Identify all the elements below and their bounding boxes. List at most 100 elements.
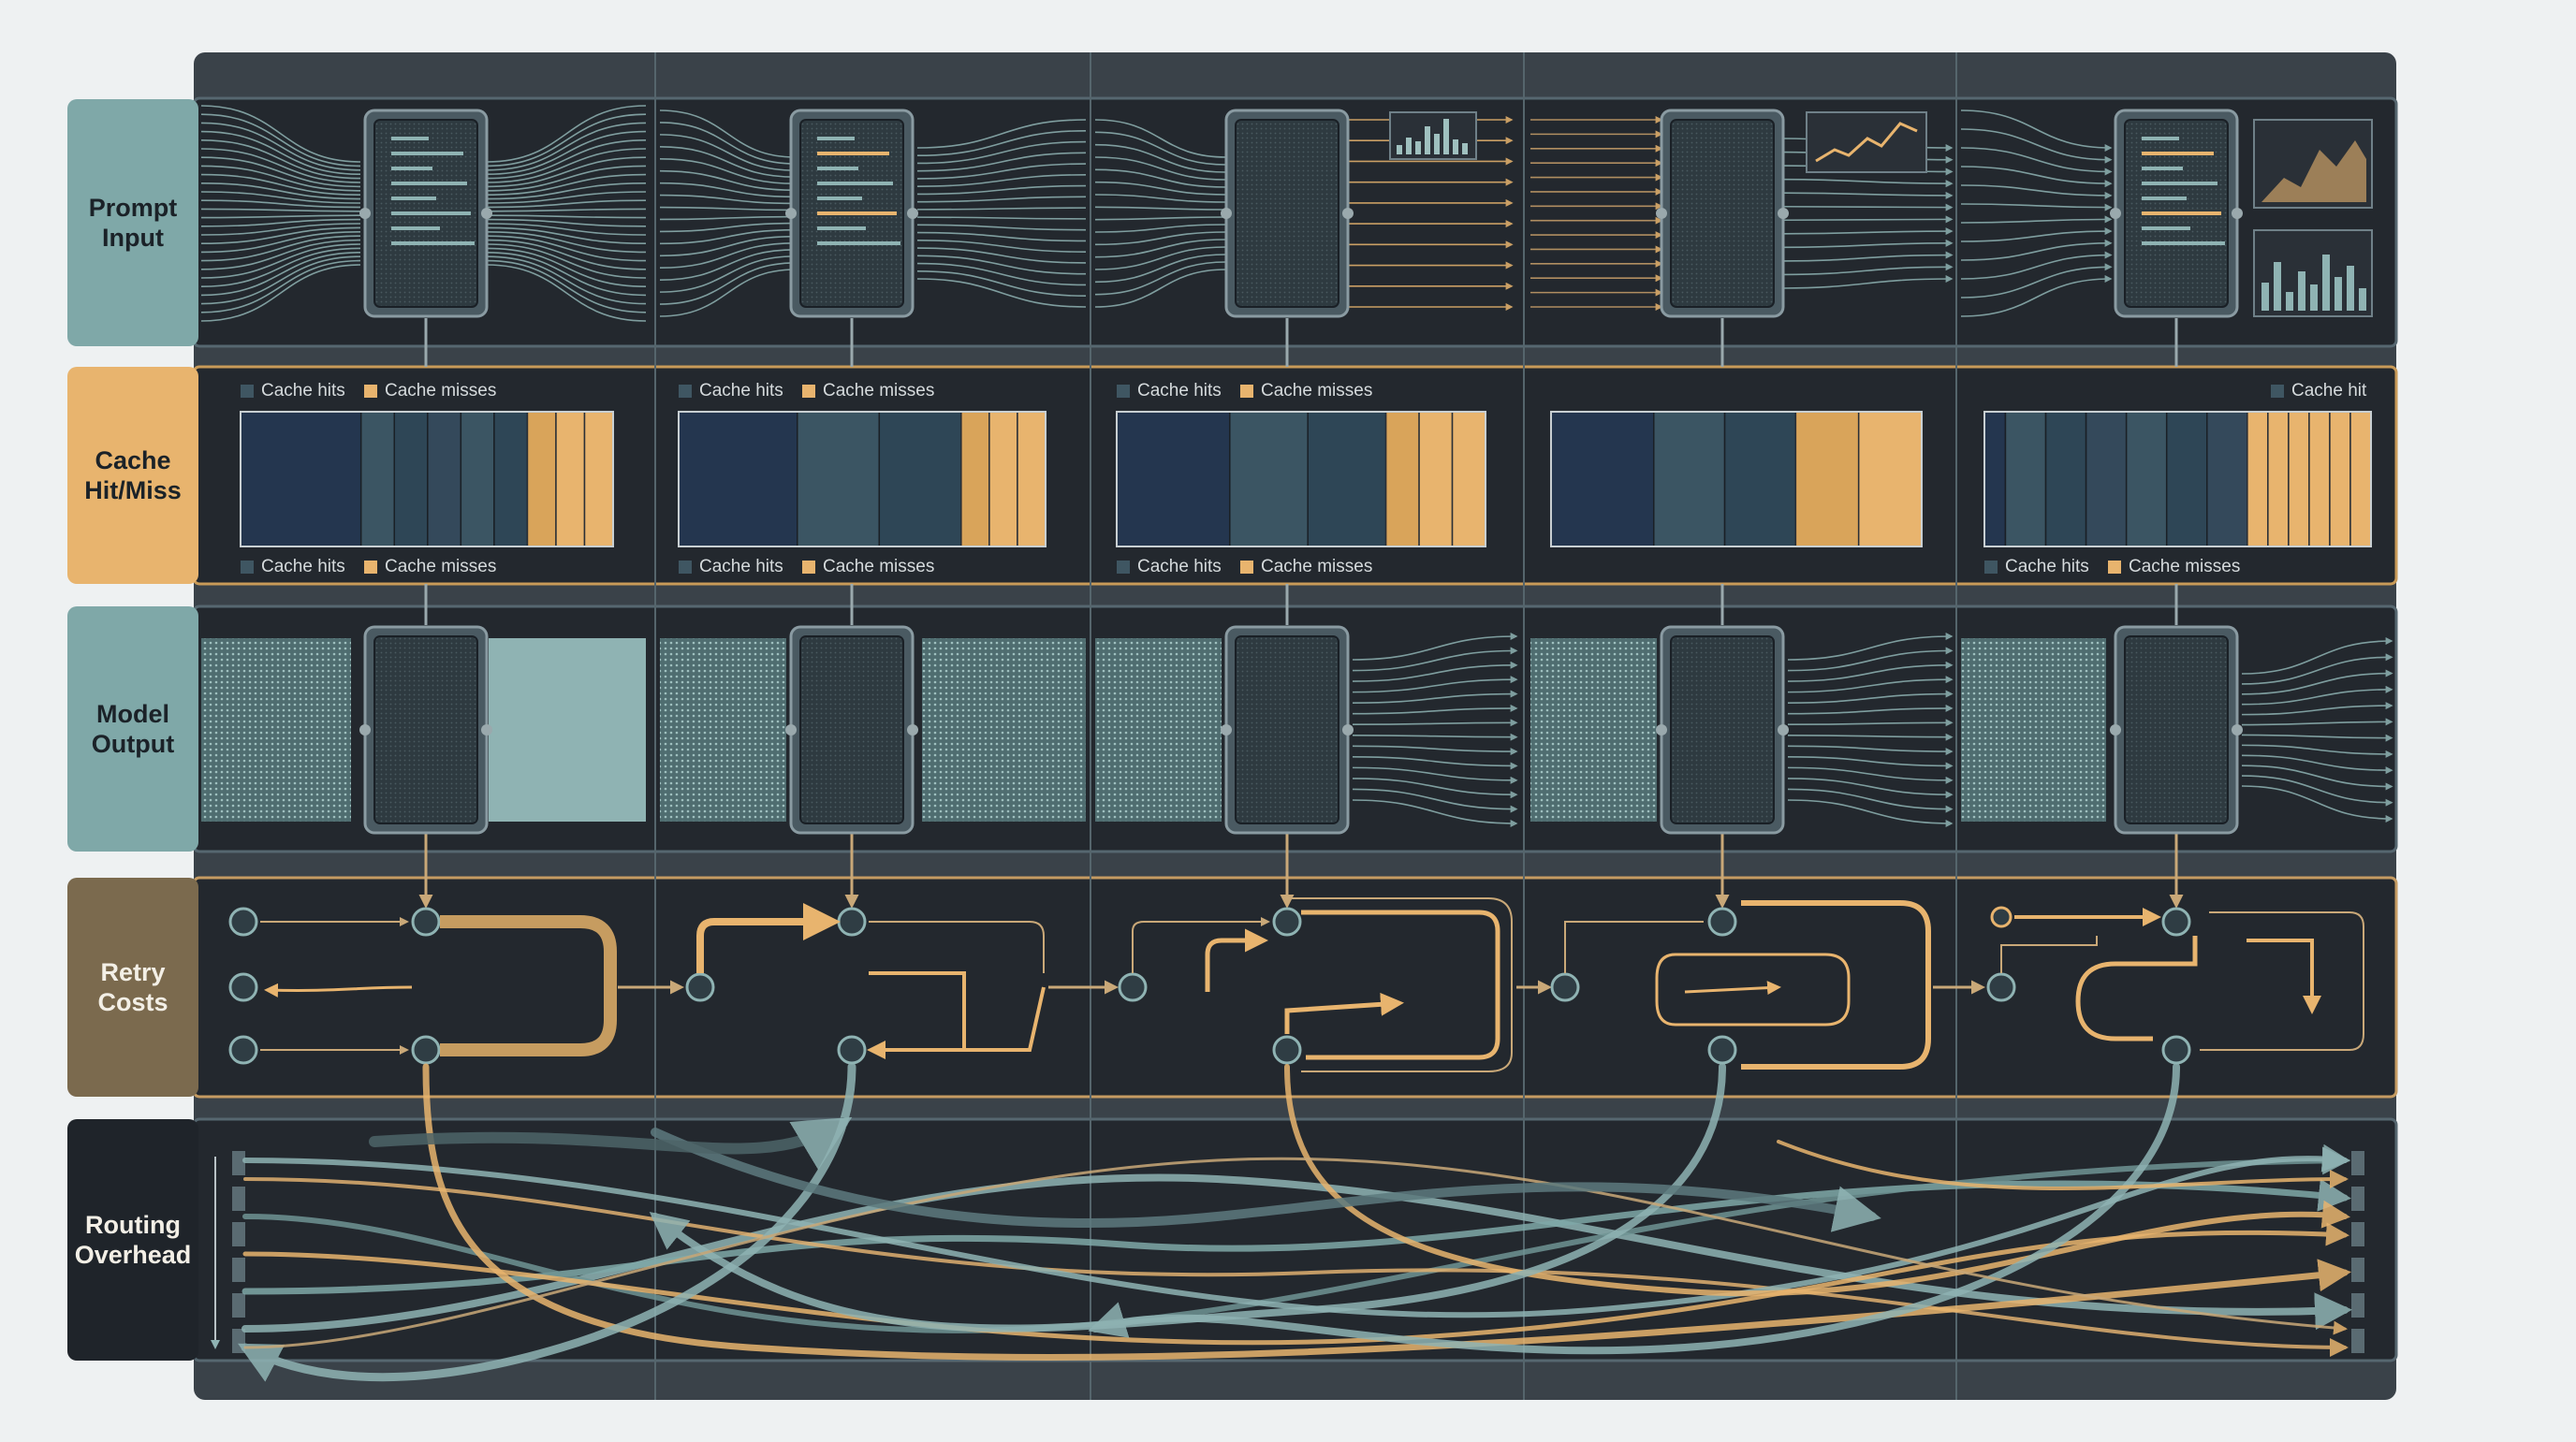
retry-node-1c <box>230 974 256 1000</box>
routing-port-in-0 <box>232 1151 245 1175</box>
cache-hit-seg <box>2207 412 2247 546</box>
legend-swatch-misses <box>1240 385 1253 398</box>
prompt-device-3 <box>1221 110 1354 316</box>
legend-label-hits: Cache hits <box>699 557 783 576</box>
cache-hit-seg <box>494 412 528 546</box>
cache-miss-seg <box>1453 412 1486 546</box>
cache-hit-seg <box>1725 412 1796 546</box>
routing-port-in-1 <box>232 1187 245 1211</box>
retry-node-1e <box>413 1037 439 1063</box>
cache-miss-seg <box>527 412 556 546</box>
output-device-1 <box>359 627 492 833</box>
retry-node-4a <box>1552 974 1578 1000</box>
legend-label-misses: Cache misses <box>823 381 934 401</box>
cache-miss-seg <box>989 412 1017 546</box>
legend-label-misses: Cache misses <box>2129 557 2240 576</box>
retry-node-2c <box>839 1037 865 1063</box>
cache-hit-seg <box>879 412 961 546</box>
routing-port-out-4 <box>2351 1293 2364 1318</box>
legend-swatch-hits <box>1117 385 1130 398</box>
cache-hit-seg <box>2086 412 2127 546</box>
retry-node-5d <box>1992 908 2011 926</box>
legend-swatch-misses <box>802 561 815 574</box>
legend-swatch-misses <box>1240 561 1253 574</box>
legend-label-hits: Cache hits <box>2005 557 2089 576</box>
row-label-model-output-line2: Output <box>92 729 174 759</box>
cache-hit-seg <box>394 412 428 546</box>
legend-label-hits: Cache hits <box>261 557 345 576</box>
retry-node-3a <box>1120 974 1146 1000</box>
cache-hit-seg <box>679 412 798 546</box>
output-band-1a <box>201 638 351 822</box>
cache-miss-seg <box>1419 412 1452 546</box>
legend-swatch-misses <box>2108 561 2121 574</box>
legend-label-hit: Cache hit <box>2291 381 2367 401</box>
retry-node-4c <box>1709 1037 1735 1063</box>
prompt-device-5 <box>2110 110 2243 316</box>
row-label-retry-line2: Costs <box>97 987 168 1017</box>
legend-label-hits: Cache hits <box>1137 557 1222 576</box>
legend-label-misses: Cache misses <box>1261 557 1372 576</box>
prompt-device-2 <box>785 110 918 316</box>
prompt-minichart-3 <box>1390 112 1476 159</box>
legend-swatch-misses <box>364 561 377 574</box>
routing-port-out-5 <box>2351 1329 2364 1353</box>
routing-port-in-4 <box>232 1293 245 1318</box>
retry-node-2a <box>687 974 713 1000</box>
output-band-3a <box>1095 638 1222 822</box>
prompt-device-1 <box>359 110 492 316</box>
cache-bar-4 <box>1551 412 1922 546</box>
retry-node-5c <box>2163 1037 2189 1063</box>
cache-miss-seg <box>1386 412 1419 546</box>
cache-hit-seg <box>2167 412 2207 546</box>
row-label-routing-line2: Overhead <box>75 1240 192 1270</box>
cache-hit-seg <box>798 412 880 546</box>
legend-label-misses: Cache misses <box>823 557 934 576</box>
row-label-prompt-input-line2: Input <box>89 223 178 253</box>
cache-miss-seg <box>584 412 613 546</box>
output-device-4 <box>1656 627 1789 833</box>
retry-node-3c <box>1274 1037 1300 1063</box>
cache-miss-seg <box>2330 412 2350 546</box>
legend-swatch-hits <box>679 561 692 574</box>
cache-hit-seg <box>2046 412 2086 546</box>
cache-hit-seg <box>241 412 361 546</box>
routing-port-out-0 <box>2351 1151 2364 1175</box>
legend-swatch-hit <box>2271 385 2284 398</box>
cache-miss-seg <box>2268 412 2289 546</box>
output-band-5a <box>1961 638 2106 822</box>
cache-miss-seg <box>2289 412 2309 546</box>
cache-hit-seg <box>2005 412 2045 546</box>
cache-hit-seg <box>1551 412 1654 546</box>
output-device-2 <box>785 627 918 833</box>
row-label-model-output-line1: Model <box>92 699 174 729</box>
output-band-4a <box>1530 638 1657 822</box>
cache-miss-seg <box>2350 412 2371 546</box>
retry-node-5b <box>2163 909 2189 935</box>
cache-hit-seg <box>1230 412 1308 546</box>
prompt-minichart-4 <box>1807 112 1926 172</box>
routing-port-out-1 <box>2351 1187 2364 1211</box>
output-device-5 <box>2110 627 2243 833</box>
legend-swatch-hits <box>1984 561 1998 574</box>
output-band-2b <box>922 638 1086 822</box>
row-label-cache-line2: Hit/Miss <box>84 475 182 505</box>
row-label-prompt-input-line1: Prompt <box>89 193 178 223</box>
legend-label-misses: Cache misses <box>385 557 496 576</box>
output-band-1b <box>489 638 646 822</box>
cache-miss-seg <box>556 412 585 546</box>
legend-swatch-hits <box>679 385 692 398</box>
legend-swatch-hits <box>1117 561 1130 574</box>
cache-hit-seg <box>428 412 461 546</box>
legend-label-misses: Cache misses <box>385 381 496 401</box>
row-label-retry-line1: Retry <box>97 957 168 987</box>
cache-hit-seg <box>2127 412 2167 546</box>
cache-miss-seg <box>1795 412 1858 546</box>
cache-miss-seg <box>961 412 989 546</box>
legend-swatch-hits <box>241 561 254 574</box>
